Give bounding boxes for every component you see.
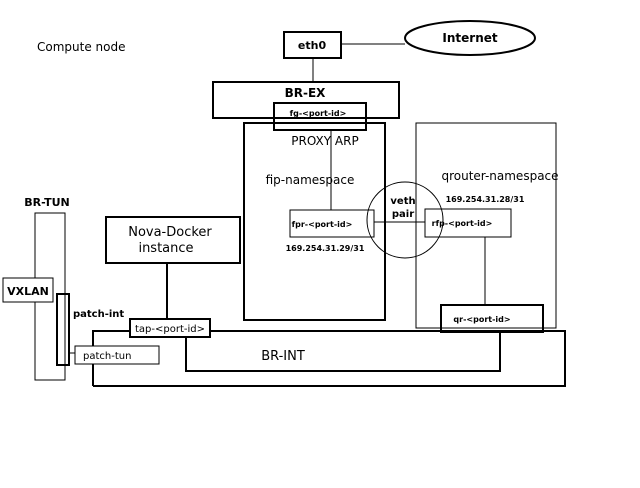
fpr-port-box <box>289 209 375 238</box>
proxy-arp-label: PROXY ARP <box>291 134 358 148</box>
qr-port-label: qr-<port-id> <box>453 315 510 324</box>
qrouter-namespace-label: qrouter-namespace <box>441 169 558 183</box>
qr-port-box <box>440 304 544 333</box>
rfp-ip-label: 169.254.31.28/31 <box>446 195 525 204</box>
patch-int-box <box>56 293 70 366</box>
patch-tun-label: patch-tun <box>83 351 131 362</box>
rfp-port-box <box>424 208 512 238</box>
nova-docker-box <box>105 216 241 264</box>
br-ex-box <box>212 81 400 119</box>
vxlan-label: VXLAN <box>7 285 49 298</box>
br-ex-label: BR-EX <box>285 86 327 100</box>
eth0-box <box>283 31 342 59</box>
veth-label: veth <box>390 196 415 207</box>
fg-port-box <box>273 102 367 131</box>
rfp-port-label: rfp-<port-id> <box>432 219 493 228</box>
internet-label: Internet <box>442 31 497 45</box>
fip-namespace-label: fip-namespace <box>266 173 355 187</box>
br-int-bridge <box>92 330 566 387</box>
fpr-ip-label: 169.254.31.29/31 <box>286 244 365 253</box>
tap-port-label: tap-<port-id> <box>135 324 205 335</box>
br-tun-label: BR-TUN <box>24 196 69 209</box>
patch-int-label: patch-int <box>73 309 124 320</box>
br-int-label: BR-INT <box>261 349 305 364</box>
patch-tun-box <box>74 345 160 365</box>
fpr-port-label: fpr-<port-id> <box>292 220 353 229</box>
fg-port-label: fg-<port-id> <box>290 109 347 118</box>
internet-node <box>404 20 536 56</box>
eth0-label: eth0 <box>298 39 327 52</box>
tap-port-box <box>129 318 211 338</box>
pair-label: pair <box>392 209 414 220</box>
compute-node-label: Compute node <box>37 40 125 54</box>
nova-docker-label-2: instance <box>138 241 193 256</box>
qrouter-namespace-box <box>415 122 557 329</box>
nova-docker-label-1: Nova-Docker <box>128 225 212 240</box>
veth-pair-circle <box>366 181 444 259</box>
vxlan-box <box>2 277 54 303</box>
